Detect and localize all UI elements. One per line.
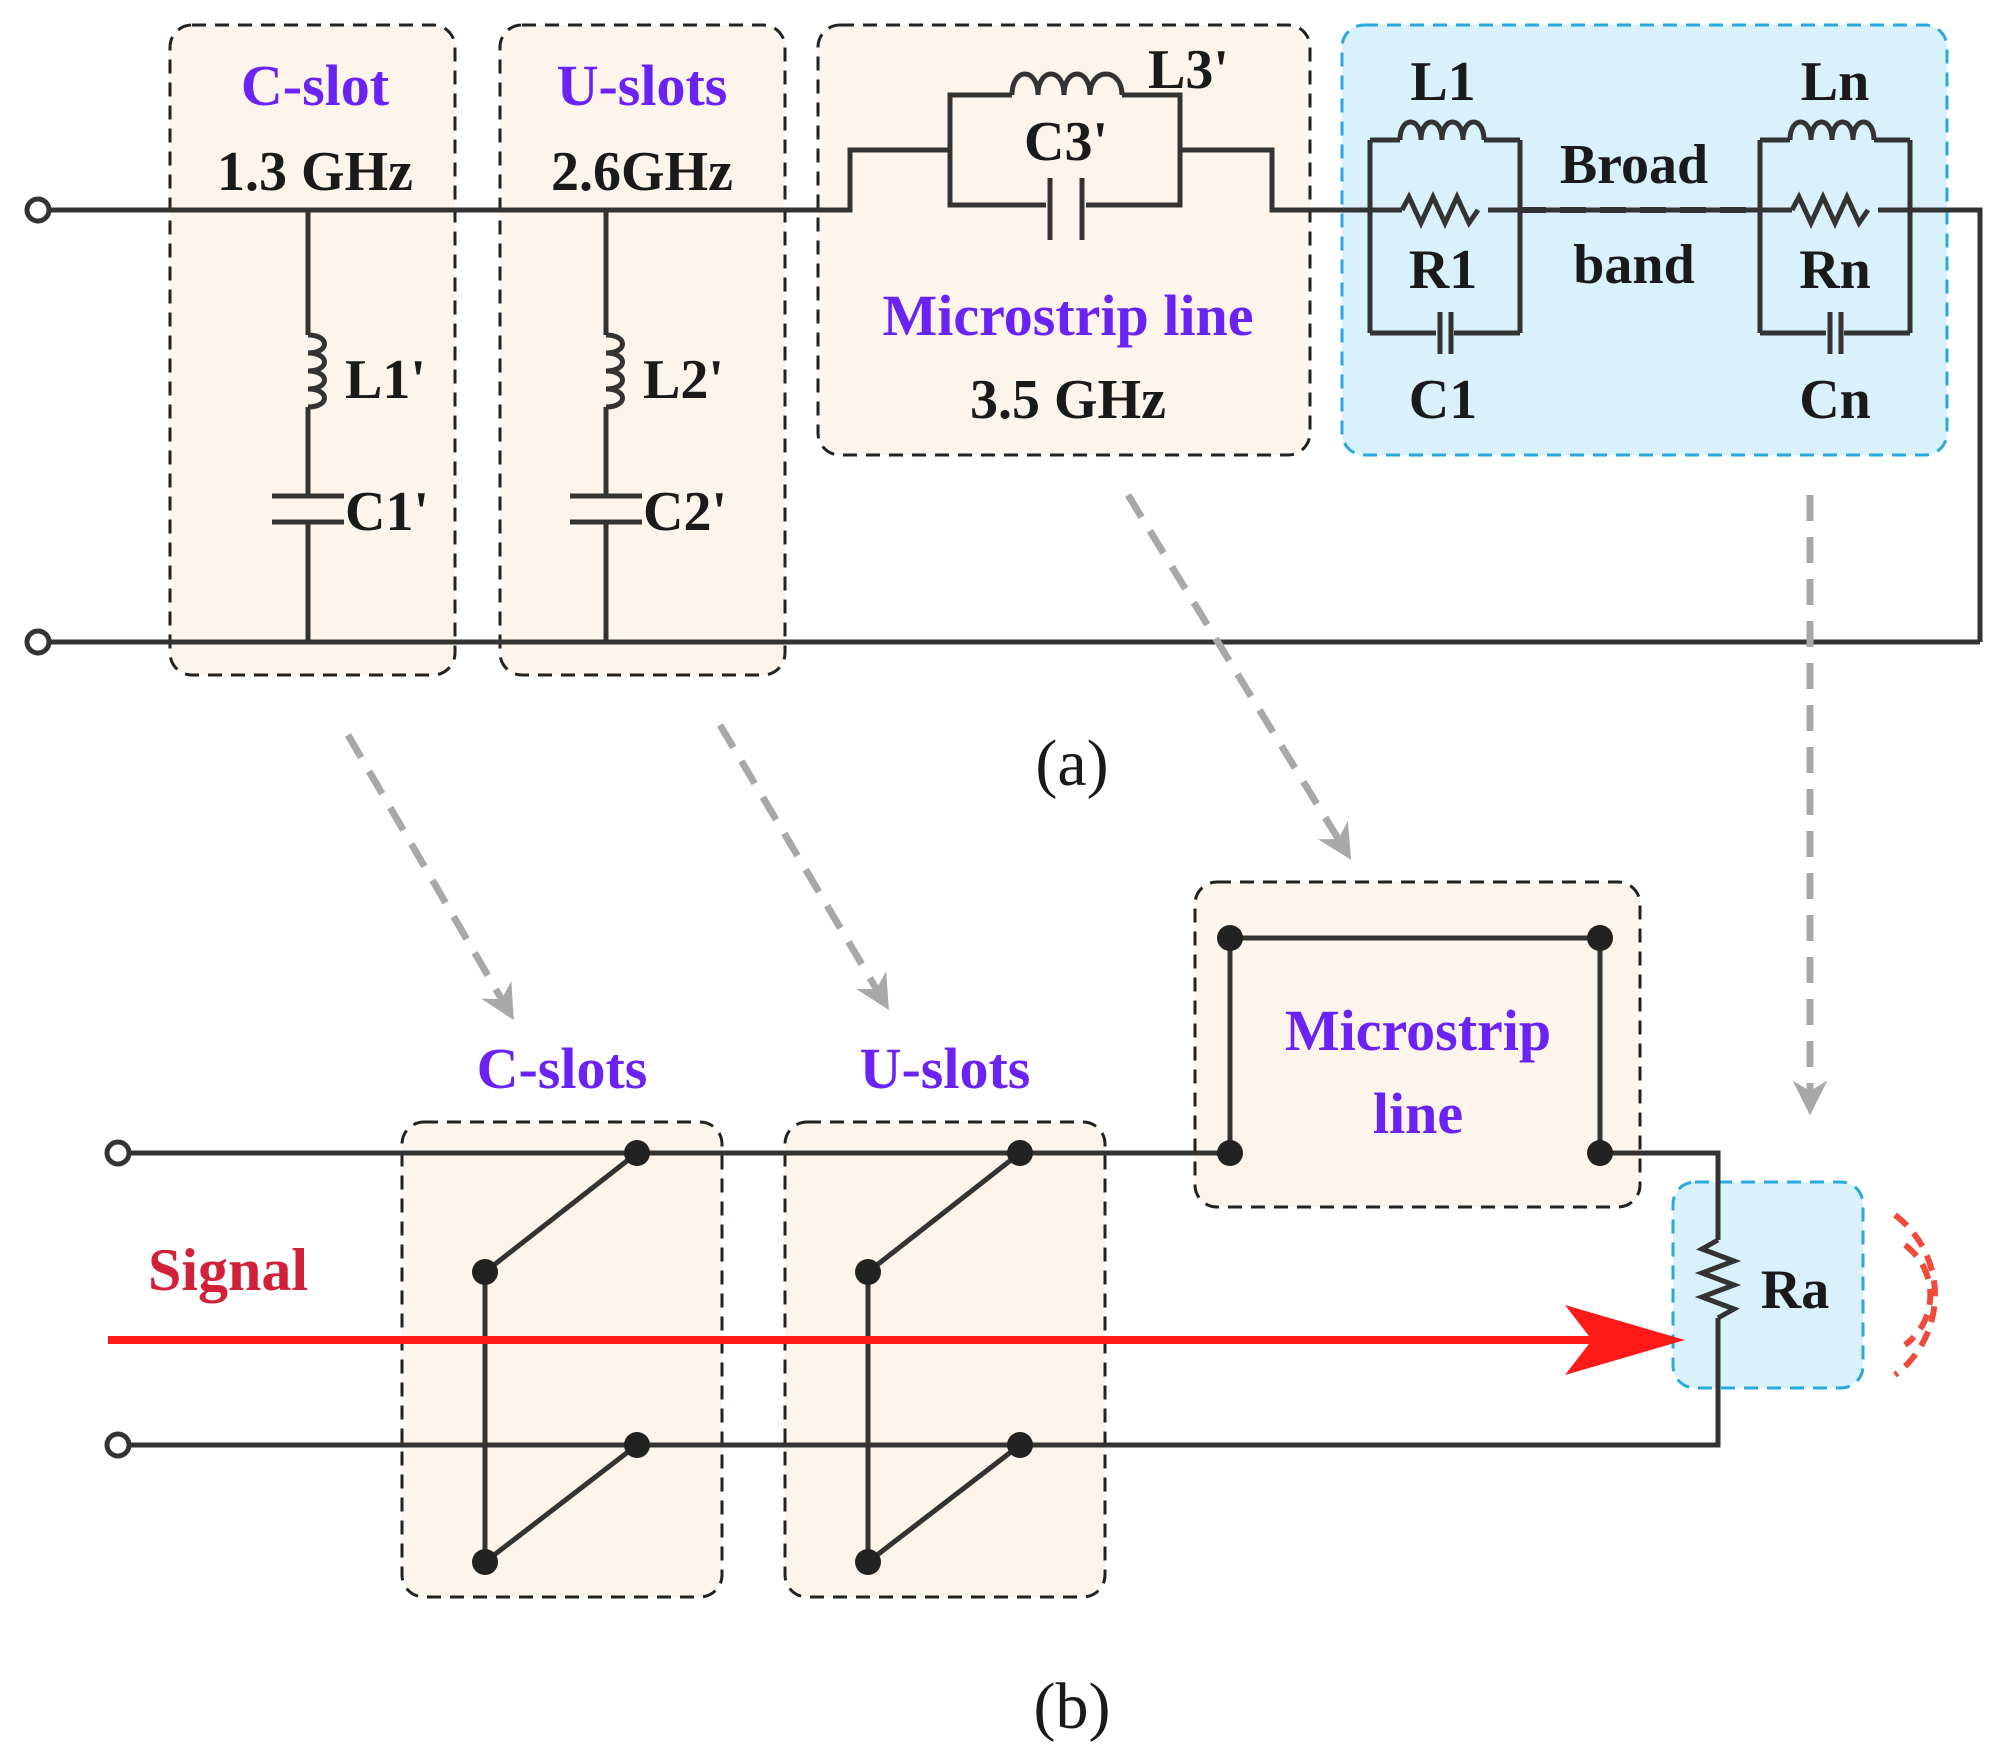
switch-node-icon (855, 1259, 881, 1285)
cslots-box-b (400, 1120, 724, 1599)
inductor-icon (1787, 119, 1877, 141)
broadband-box (1340, 23, 1949, 457)
switch-node-icon (472, 1549, 498, 1575)
switch-node-icon (1007, 1432, 1033, 1458)
panel-a: C-slot 1.3 GHz L1' C1' U-slots 2.6GHz L2… (24, 23, 1983, 800)
cslots-title-b: C-slots (477, 1036, 648, 1101)
mapping-arrows (344, 493, 1828, 1116)
caption-b: (b) (1034, 1670, 1111, 1743)
label-rn: Rn (1799, 239, 1871, 301)
capacitor-icon (1827, 312, 1844, 354)
cslot-box (168, 23, 457, 677)
cslot-freq: 1.3 GHz (217, 141, 413, 203)
microstrip-title: Microstrip line (882, 283, 1253, 348)
broadband-stage-1 (1367, 119, 1523, 354)
capacitor-icon (1437, 312, 1454, 354)
microstrip-box (816, 23, 1312, 457)
inductor-icon (307, 332, 327, 410)
broadband-stage-n (1757, 119, 1913, 354)
resistor-icon (1789, 191, 1871, 229)
resistor-icon (1399, 191, 1481, 229)
switch-node-icon (1587, 1140, 1613, 1166)
cslot-title: C-slot (241, 53, 390, 118)
cslot-branch (272, 210, 344, 642)
broadband-text-1: Broad (1560, 134, 1708, 196)
uslots-title-b: U-slots (860, 1036, 1031, 1101)
top-line-a (48, 147, 1983, 642)
label-r1: R1 (1409, 239, 1477, 301)
microstrip-title-b-2: line (1373, 1081, 1463, 1146)
broadband-text-2: band (1573, 234, 1694, 296)
capacitor-icon (1047, 178, 1085, 240)
uslots-box (498, 23, 787, 677)
label-c3p: C3' (1024, 111, 1108, 173)
label-ln: Ln (1801, 51, 1870, 113)
signal-arrow (108, 1305, 1685, 1375)
inductor-icon (1397, 119, 1487, 141)
microstrip-box-b (1193, 880, 1642, 1209)
uslots-branch (570, 210, 642, 642)
antenna-label: Ra (1761, 1259, 1829, 1321)
microstrip-freq: 3.5 GHz (970, 369, 1166, 431)
panel-b: C-slots U-slots Microstrip line Signal R… (104, 880, 1938, 1743)
arrow-cslot (344, 733, 514, 1021)
terminal-icon (24, 196, 52, 224)
label-c1p: C1' (345, 481, 429, 543)
uslots-box-b (783, 1120, 1107, 1599)
switch-node-icon (1007, 1140, 1033, 1166)
caption-a: (a) (1035, 727, 1108, 800)
label-l1: L1 (1410, 51, 1475, 113)
switch-node-icon (624, 1432, 650, 1458)
label-c1: C1 (1409, 369, 1477, 431)
label-c2p: C2' (643, 481, 727, 543)
uslots-freq: 2.6GHz (551, 141, 733, 203)
switch-node-icon (624, 1140, 650, 1166)
inductor-icon (1009, 71, 1125, 96)
inductor-icon (605, 332, 625, 410)
terminal-icon (104, 1431, 132, 1459)
switch-node-icon (855, 1549, 881, 1575)
radiation-wave-icon (1893, 1212, 1938, 1378)
terminal-icon (24, 628, 52, 656)
switch-node-icon (1217, 1140, 1243, 1166)
switch-node-icon (1587, 925, 1613, 951)
wires-b (128, 935, 1742, 1568)
terminal-icon (104, 1139, 132, 1167)
arrow-uslots (716, 723, 889, 1011)
switch-node-icon (472, 1259, 498, 1285)
label-l3p: L3' (1148, 39, 1229, 101)
uslots-title: U-slots (557, 53, 728, 118)
label-l2p: L2' (643, 349, 724, 411)
label-cn: Cn (1799, 369, 1871, 431)
switch-nodes (472, 925, 1613, 1575)
label-l1p: L1' (345, 349, 426, 411)
microstrip-lc (947, 71, 1183, 240)
switch-node-icon (1217, 925, 1243, 951)
resistor-icon (1694, 1237, 1742, 1321)
signal-label: Signal (148, 1237, 308, 1303)
microstrip-title-b-1: Microstrip (1285, 998, 1551, 1063)
arrow-microstrip (1125, 493, 1352, 860)
